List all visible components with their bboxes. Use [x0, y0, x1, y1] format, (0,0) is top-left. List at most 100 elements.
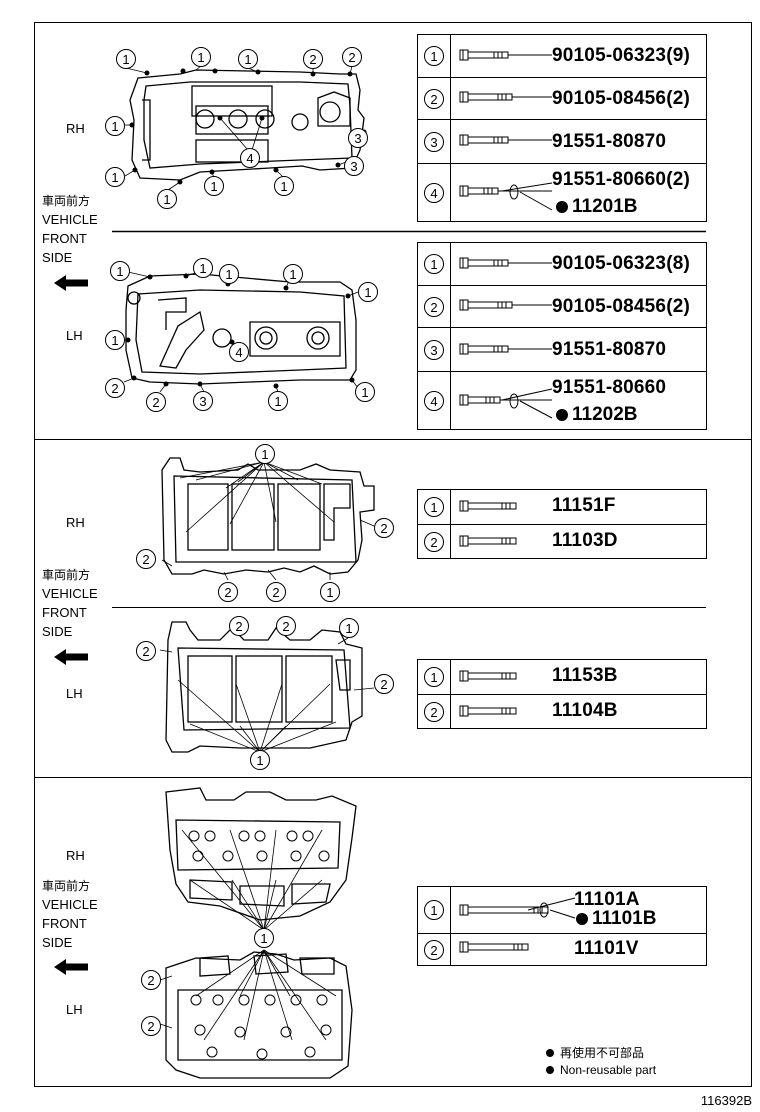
table-row: 1 11101A 11101B — [418, 887, 706, 933]
part-number: 90105-08456(2) — [552, 88, 691, 109]
row-number: 4 — [424, 391, 444, 411]
bolt-icon — [459, 299, 552, 311]
row-number: 1 — [424, 667, 444, 687]
row-number: 1 — [424, 900, 444, 920]
callout: 1 — [219, 264, 239, 284]
callout: 1 — [274, 176, 294, 196]
vehicle-front-en1-3: VEHICLE — [42, 897, 98, 912]
row-number: 3 — [424, 132, 444, 152]
callout: 1 — [358, 282, 378, 302]
part-number: 91551-80660(2) — [552, 169, 691, 190]
vehicle-front-en2-2: FRONT — [42, 605, 87, 620]
table-row: 2 11101V — [418, 933, 706, 966]
callout: 3 — [193, 391, 213, 411]
table-row: 4 91551-80660 11202B — [418, 371, 706, 430]
table-row: 2 90105-08456(2) — [418, 285, 706, 328]
callout: 4 — [229, 342, 249, 362]
row-number: 1 — [424, 254, 444, 274]
washer-icon — [539, 902, 549, 918]
side-label-lh-2: LH — [66, 686, 83, 701]
table-row: 1 11153B — [418, 660, 706, 694]
cylinder-head-leaders — [159, 829, 337, 1041]
parts-table-cam-housing-lh: 1 11153B 2 11104B — [417, 659, 707, 729]
cylinder-head-rh-holes — [188, 830, 330, 862]
callout: 2 — [303, 49, 323, 69]
callout: 2 — [229, 616, 249, 636]
legend-en: Non-reusable part — [546, 1063, 656, 1077]
cylinder-head-lh-holes — [190, 994, 332, 1060]
bolt-icon — [459, 49, 552, 61]
callout: 2 — [218, 582, 238, 602]
callout: 1 — [254, 928, 274, 948]
vehicle-front-en2-3: FRONT — [42, 916, 87, 931]
callout: 1 — [105, 167, 125, 187]
row-number: 2 — [424, 702, 444, 722]
table-row: 1 90105-06323(9) — [418, 35, 706, 77]
bolt-icon — [459, 91, 552, 103]
cylinder-head-lh-drawing — [165, 951, 353, 1079]
table-row: 3 91551-80870 — [418, 327, 706, 372]
part-number: 91551-80870 — [552, 131, 667, 152]
callout: 2 — [141, 1016, 161, 1036]
part-number: 11103D — [552, 530, 618, 551]
non-reusable-part-number: 11101B — [576, 908, 656, 930]
bolt-icon — [459, 500, 517, 512]
callout: 1 — [320, 582, 340, 602]
row-number: 3 — [424, 340, 444, 360]
vehicle-front-en3-3: SIDE — [42, 935, 73, 950]
cam-housing-lh-leaders — [159, 629, 375, 753]
callout: 1 — [193, 258, 213, 278]
bolt-icon — [459, 670, 517, 682]
bolt-icon — [459, 257, 552, 269]
washer-icon — [509, 184, 519, 200]
bolt-icon — [459, 134, 552, 146]
table-row: 4 91551-80660(2) 11201B — [418, 163, 706, 222]
part-number: 11101V — [574, 938, 639, 959]
parts-table-head-cover-lh: 1 90105-06323(8) 2 90105-08456(2) 3 9155… — [417, 242, 707, 430]
row-number: 1 — [424, 46, 444, 66]
callout: 1 — [339, 618, 359, 638]
bolt-icon — [459, 394, 552, 406]
row-number: 2 — [424, 532, 444, 552]
bolt-icon-group — [459, 49, 576, 953]
bolt-icon — [459, 705, 517, 717]
row-number: 4 — [424, 183, 444, 203]
cam-housing-rh-drawing — [161, 457, 375, 575]
bolt-icon — [459, 343, 552, 355]
vehicle-front-en2-1: FRONT — [42, 231, 87, 246]
callout: 1 — [255, 444, 275, 464]
diagram-code: 116392B — [700, 1093, 752, 1108]
head-cover-lh-drawing — [125, 273, 357, 385]
callout: 2 — [146, 392, 166, 412]
row-number: 2 — [424, 89, 444, 109]
callout: 4 — [240, 148, 260, 168]
part-number: 90105-06323(8) — [552, 253, 691, 274]
bolt-icon — [459, 941, 529, 953]
vehicle-front-jp-1: 車両前方 — [42, 194, 91, 208]
row-number: 2 — [424, 297, 444, 317]
table-row: 3 91551-80870 — [418, 119, 706, 164]
callout: 1 — [204, 176, 224, 196]
side-label-lh-1: LH — [66, 328, 83, 343]
vehicle-front-jp-2: 車両前方 — [42, 568, 91, 582]
callout: 2 — [374, 674, 394, 694]
part-number: 91551-80660 — [552, 377, 667, 398]
side-label-rh-3: RH — [66, 848, 85, 863]
callout: 3 — [344, 156, 364, 176]
callout: 3 — [348, 128, 368, 148]
part-number: 90105-06323(9) — [552, 45, 691, 66]
callout: 2 — [141, 970, 161, 990]
part-number: 11101A — [574, 889, 640, 910]
non-reusable-dot-icon — [556, 201, 568, 213]
table-row: 2 90105-08456(2) — [418, 77, 706, 120]
callout: 1 — [105, 116, 125, 136]
non-reusable-dot-icon — [556, 409, 568, 421]
legend-jp: 再使用不可部品 — [546, 1044, 644, 1061]
callout: 1 — [110, 261, 130, 281]
callout: 1 — [238, 49, 258, 69]
non-reusable-dot-icon — [546, 1066, 554, 1074]
callout: 2 — [136, 549, 156, 569]
callout: 2 — [266, 582, 286, 602]
cam-housing-rh-leaders — [161, 461, 375, 581]
